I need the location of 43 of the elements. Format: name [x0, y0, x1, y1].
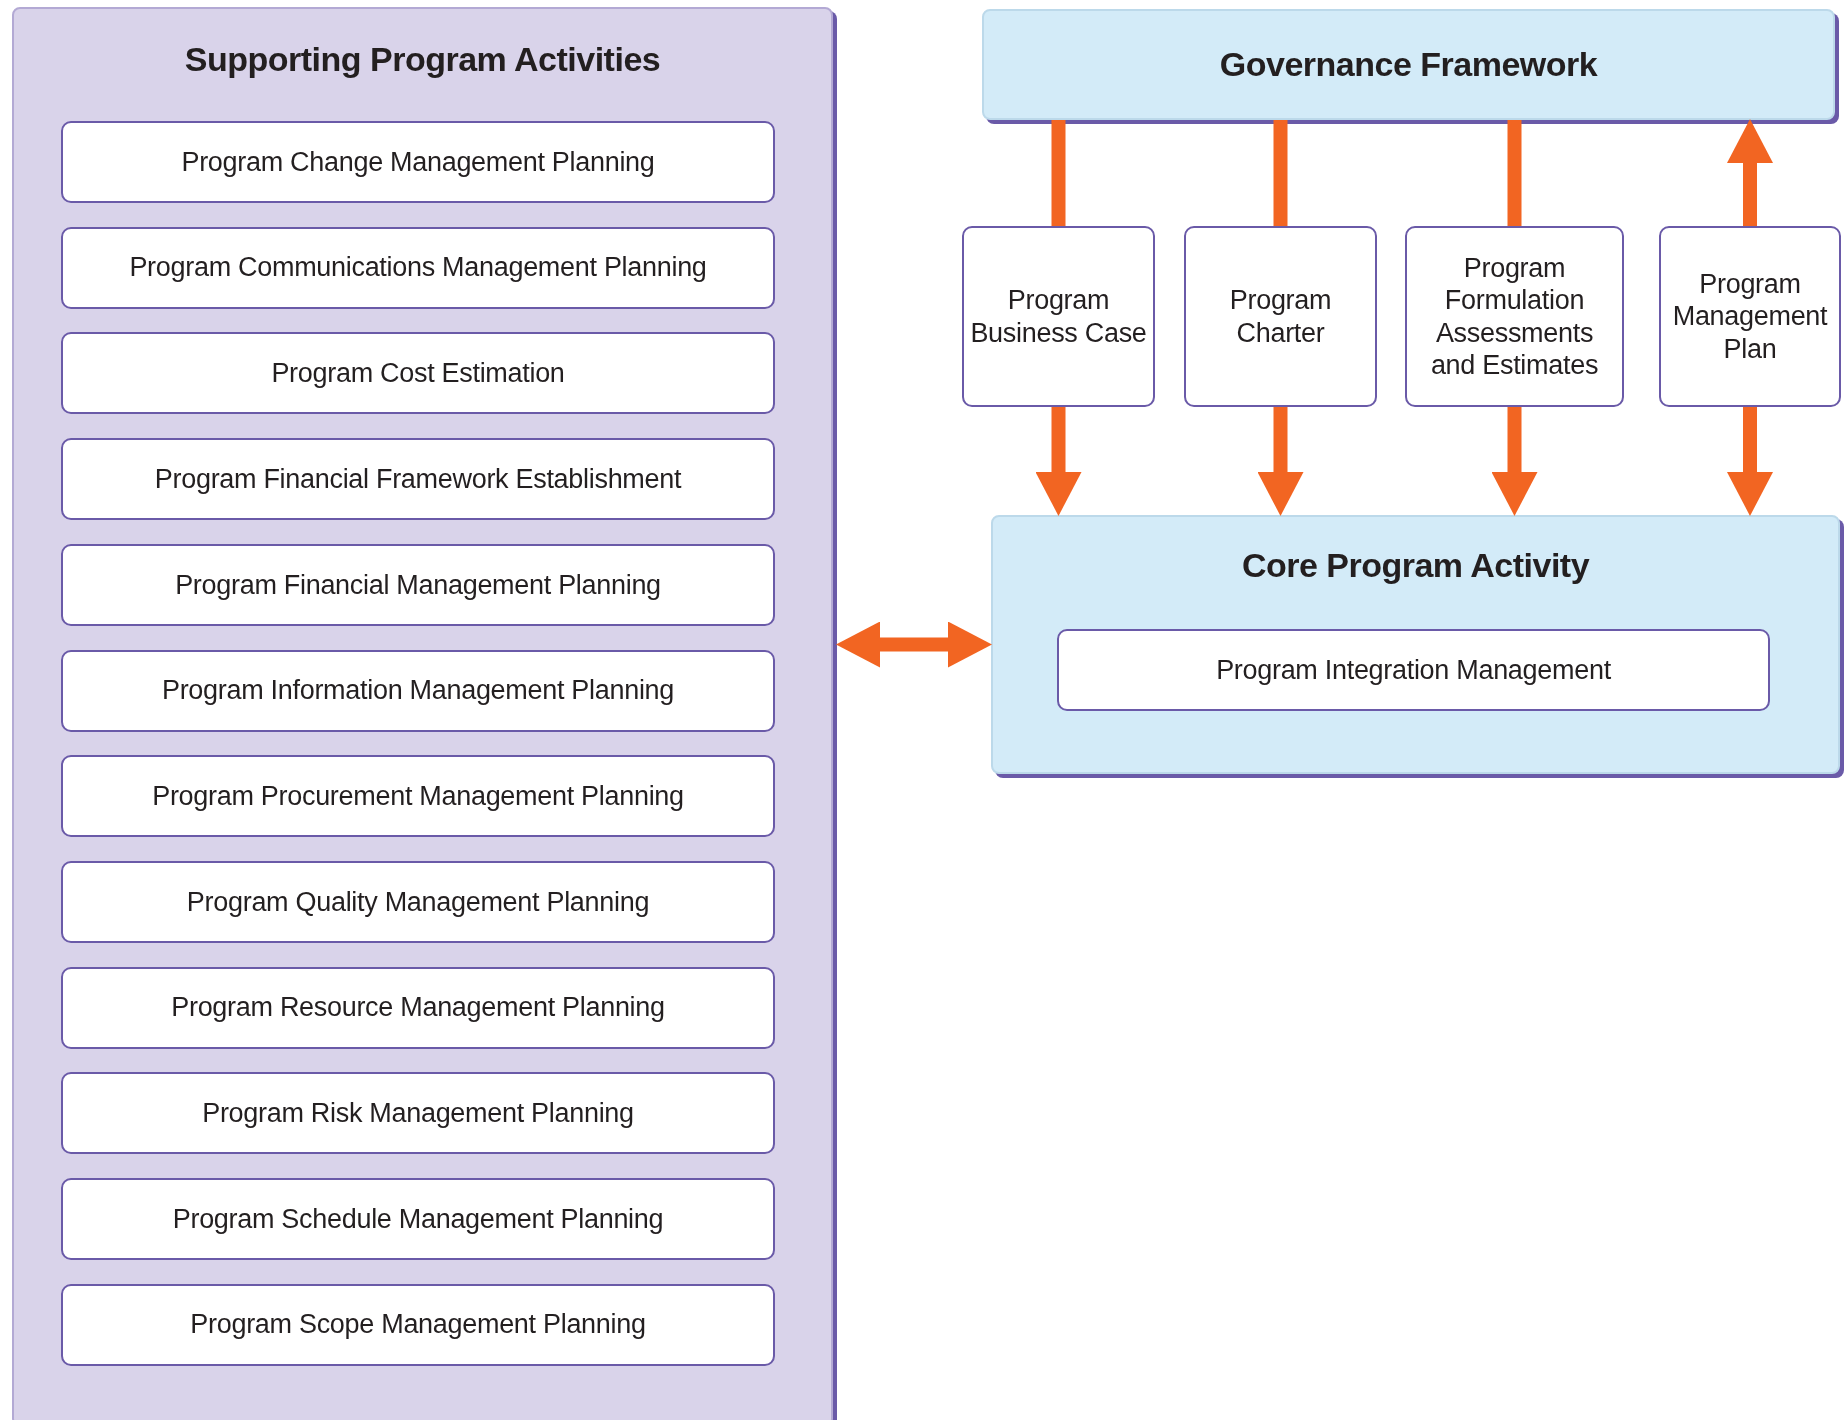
arrow	[1257, 407, 1304, 516]
box-label: Program Cost Estimation	[270, 357, 566, 390]
group-title: Core Program Activity	[1240, 545, 1591, 586]
process-box	[1057, 629, 1770, 711]
process-box	[61, 121, 775, 203]
box-label: Program Formulation Assessments and Estimates	[1429, 251, 1600, 382]
group-title: Governance Framework	[1218, 44, 1599, 85]
document-box	[962, 226, 1155, 407]
arrow	[836, 621, 992, 668]
process-box	[61, 649, 775, 732]
box-label: Program Communications Management Planning	[128, 251, 708, 284]
process-box	[61, 1178, 775, 1260]
box-label: Program Schedule Management Planning	[171, 1202, 665, 1236]
process-box	[61, 438, 775, 521]
process-box	[61, 1072, 775, 1155]
box-label: Program Integration Management	[1215, 653, 1612, 687]
box-label: Program Change Management Planning	[180, 145, 656, 179]
group-title: Supporting Program Activities	[183, 39, 662, 80]
box-label: Program Business Case	[969, 284, 1148, 349]
box-label: Program Information Management Planning	[160, 674, 676, 707]
box-label: Program Scope Management Planning	[189, 1308, 647, 1341]
document-box	[1405, 226, 1624, 407]
box-label: Program Financial Management Planning	[174, 568, 662, 601]
arrow	[1727, 119, 1773, 226]
process-box	[61, 860, 775, 943]
process-box	[61, 1283, 775, 1366]
box-label: Program Risk Management Planning	[201, 1097, 635, 1130]
arrow	[1727, 407, 1773, 516]
process-box	[61, 966, 775, 1049]
box-label: Program Financial Framework Establishment	[153, 462, 683, 496]
box-label: Program Procurement Management Planning	[151, 780, 685, 813]
document-box	[1184, 226, 1377, 407]
process-box	[61, 332, 775, 415]
process-box	[61, 543, 775, 626]
box-label: Program Quality Management Planning	[185, 885, 651, 919]
box-label: Program Management Plan	[1671, 267, 1829, 366]
process-box	[61, 755, 775, 838]
document-box	[1659, 226, 1841, 407]
arrow	[1035, 407, 1082, 516]
box-label: Program Charter	[1228, 284, 1333, 349]
arrow	[1491, 407, 1538, 516]
process-box	[61, 226, 775, 309]
box-label: Program Resource Management Planning	[170, 991, 666, 1024]
